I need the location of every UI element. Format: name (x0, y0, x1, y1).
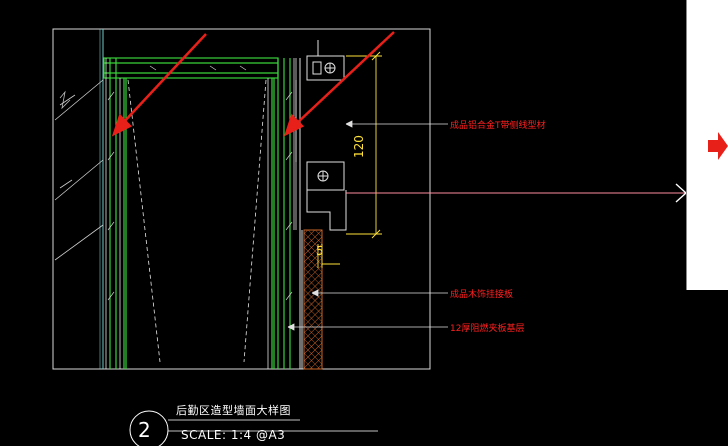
callout-wood-hanger: 成品木饰挂接板 (450, 290, 514, 300)
detail-number: 2 (138, 418, 151, 442)
adjacent-sheet-panel (686, 0, 728, 290)
detail-frame (52, 28, 431, 370)
leader-lines (287, 120, 448, 331)
dimension-120: 120 (352, 135, 366, 158)
dimension-lines (317, 51, 382, 268)
drawing-title: 后勤区造型墙面大样图 (176, 404, 291, 417)
dimension-5: 5 (316, 244, 324, 258)
clip-hardware (295, 40, 347, 369)
drawing-scale: SCALE: 1:4 @A3 (181, 428, 286, 442)
aluminium-profile (103, 57, 291, 369)
pointer-arrows (111, 31, 395, 137)
callout-aluminium-profile: 成品铝合金T带侧线型材 (450, 121, 546, 131)
callout-plywood-base: 12厚阻燃夹板基层 (450, 324, 525, 334)
